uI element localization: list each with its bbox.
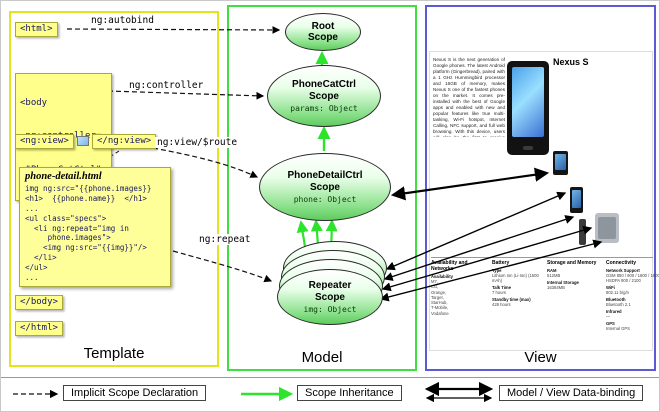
spec-header: Storage and Memory xyxy=(547,260,597,266)
legend-data-binding: Model / View Data-binding xyxy=(499,385,644,401)
spec-value: Bluetooth 2.1 xyxy=(606,302,631,308)
phone-description: Nexus S is the next generation of Google… xyxy=(433,57,505,137)
phonedetailctrl-scope-label: PhoneDetailCtrl Scope xyxy=(287,170,363,193)
spec-col-battery: Battery Type Lithium Ion (Li-Ion) (1500 … xyxy=(492,260,544,331)
label-ng-autobind: ng:autobind xyxy=(89,15,156,26)
spec-value: Internal GPS xyxy=(606,325,630,331)
body-close-tag: </body> xyxy=(15,295,63,311)
spec-label: WiFi xyxy=(606,285,615,291)
model-panel-label: Model xyxy=(301,349,343,366)
ng-view-close-tag: </ng:view> xyxy=(92,134,157,150)
spec-label: Infrared xyxy=(606,308,622,314)
spec-label: Bluetooth xyxy=(606,297,626,302)
thumbnail-4-inner xyxy=(598,217,616,239)
repeater-scope-prop: img: Object xyxy=(303,305,357,314)
phone-detail-template: phone-detail.html img ng:src="{{phone.im… xyxy=(19,167,171,287)
phonedetailctrl-scope-ellipse: PhoneDetailCtrl Scope phone: Object xyxy=(259,153,391,221)
root-scope-ellipse: Root Scope xyxy=(285,13,361,51)
spec-value: M7, CG, Orange, Target, StarHub, T-Mobil… xyxy=(431,279,449,316)
code-line: <li ng:repeat="img in xyxy=(25,223,129,233)
code-line: </li> xyxy=(25,253,57,263)
legend-scope-inheritance: Scope Inheritance xyxy=(297,385,402,401)
spec-value: 428 hours xyxy=(492,302,511,308)
root-scope-label: Root Scope xyxy=(307,20,338,44)
spec-header: Connectivity xyxy=(606,260,637,266)
legend-implicit-scope: Implicit Scope Declaration xyxy=(63,385,207,401)
view-panel-label: View xyxy=(524,349,557,366)
html-open-tag: <html> xyxy=(15,22,58,38)
template-file-name: phone-detail.html xyxy=(25,171,102,182)
repeater-scope-label: Repeater Scope xyxy=(308,280,352,303)
html-close-tag: </html> xyxy=(15,321,63,337)
label-ng-view-route: ng:view/$route xyxy=(155,137,240,148)
thumbnail-1 xyxy=(553,151,568,175)
spec-value: 16384MB xyxy=(547,284,565,290)
spec-col-connectivity: Connectivity Network Support GSM 850 / 9… xyxy=(606,260,660,331)
code-line: ... xyxy=(25,273,39,283)
body-open-line: <body xyxy=(20,97,48,108)
phonecatctrl-scope-label: PhoneCatCtrl Scope xyxy=(292,79,356,102)
code-line: <h1> {{phone.name}} </h1> xyxy=(25,193,147,203)
spec-label: Network Support xyxy=(606,268,640,273)
phonecatctrl-scope-ellipse: PhoneCatCtrl Scope params: Object xyxy=(267,65,381,127)
spec-table: Availability and Networks Availability M… xyxy=(431,257,659,331)
ng-view-open-tag: <ng:view> xyxy=(15,134,74,150)
code-line: phone.images"> xyxy=(25,233,111,243)
spec-col-availability: Availability and Networks Availability M… xyxy=(431,260,489,331)
spec-col-storage: Storage and Memory RAM 512MB Internal St… xyxy=(547,260,603,331)
phone-image xyxy=(507,61,549,155)
thumbnail-4 xyxy=(595,213,619,243)
spec-value: Lithium Ion (Li-Ion) (1500 mAh) xyxy=(492,273,539,284)
spec-value: — xyxy=(606,313,611,319)
thumbnail-1-screen xyxy=(555,154,566,170)
template-panel-label: Template xyxy=(83,345,145,362)
thumbnail-3 xyxy=(579,219,586,245)
spec-header: Battery xyxy=(492,260,510,266)
repeater-scope-ellipse: Repeater Scope img: Object xyxy=(277,269,383,325)
label-ng-controller: ng:controller xyxy=(127,80,206,91)
legend-separator xyxy=(1,377,659,378)
spec-value: 802.11 b/g/n xyxy=(606,290,629,296)
ng-view-placeholder-icon xyxy=(77,136,89,146)
code-line: </ul> xyxy=(25,263,48,273)
phonedetailctrl-scope-prop: phone: Object xyxy=(293,195,357,204)
code-line: img ng:src="{{phone.images}} xyxy=(25,184,152,193)
phone-home-button-icon xyxy=(523,146,533,150)
code-line: ... xyxy=(25,203,39,213)
thumbnail-2-screen xyxy=(572,190,581,208)
label-ng-repeat: ng:repeat xyxy=(197,234,253,245)
phone-screen xyxy=(512,67,544,137)
code-line: <img ng:src="{{img}}"/> xyxy=(25,243,147,253)
spec-value: GSM 850 / 900 / 1800 / 1900, HSDPA 900 /… xyxy=(606,273,660,284)
spec-label: GPS xyxy=(606,320,615,326)
thumbnail-2 xyxy=(570,187,583,213)
spec-header: Availability and Networks xyxy=(431,260,468,272)
phone-title: Nexus S xyxy=(553,57,589,67)
spec-value: 7 hours xyxy=(492,290,506,296)
phonecatctrl-scope-prop: params: Object xyxy=(290,104,358,113)
spec-value: 512MB xyxy=(547,273,561,279)
code-line: <ul class="specs"> xyxy=(25,213,107,223)
